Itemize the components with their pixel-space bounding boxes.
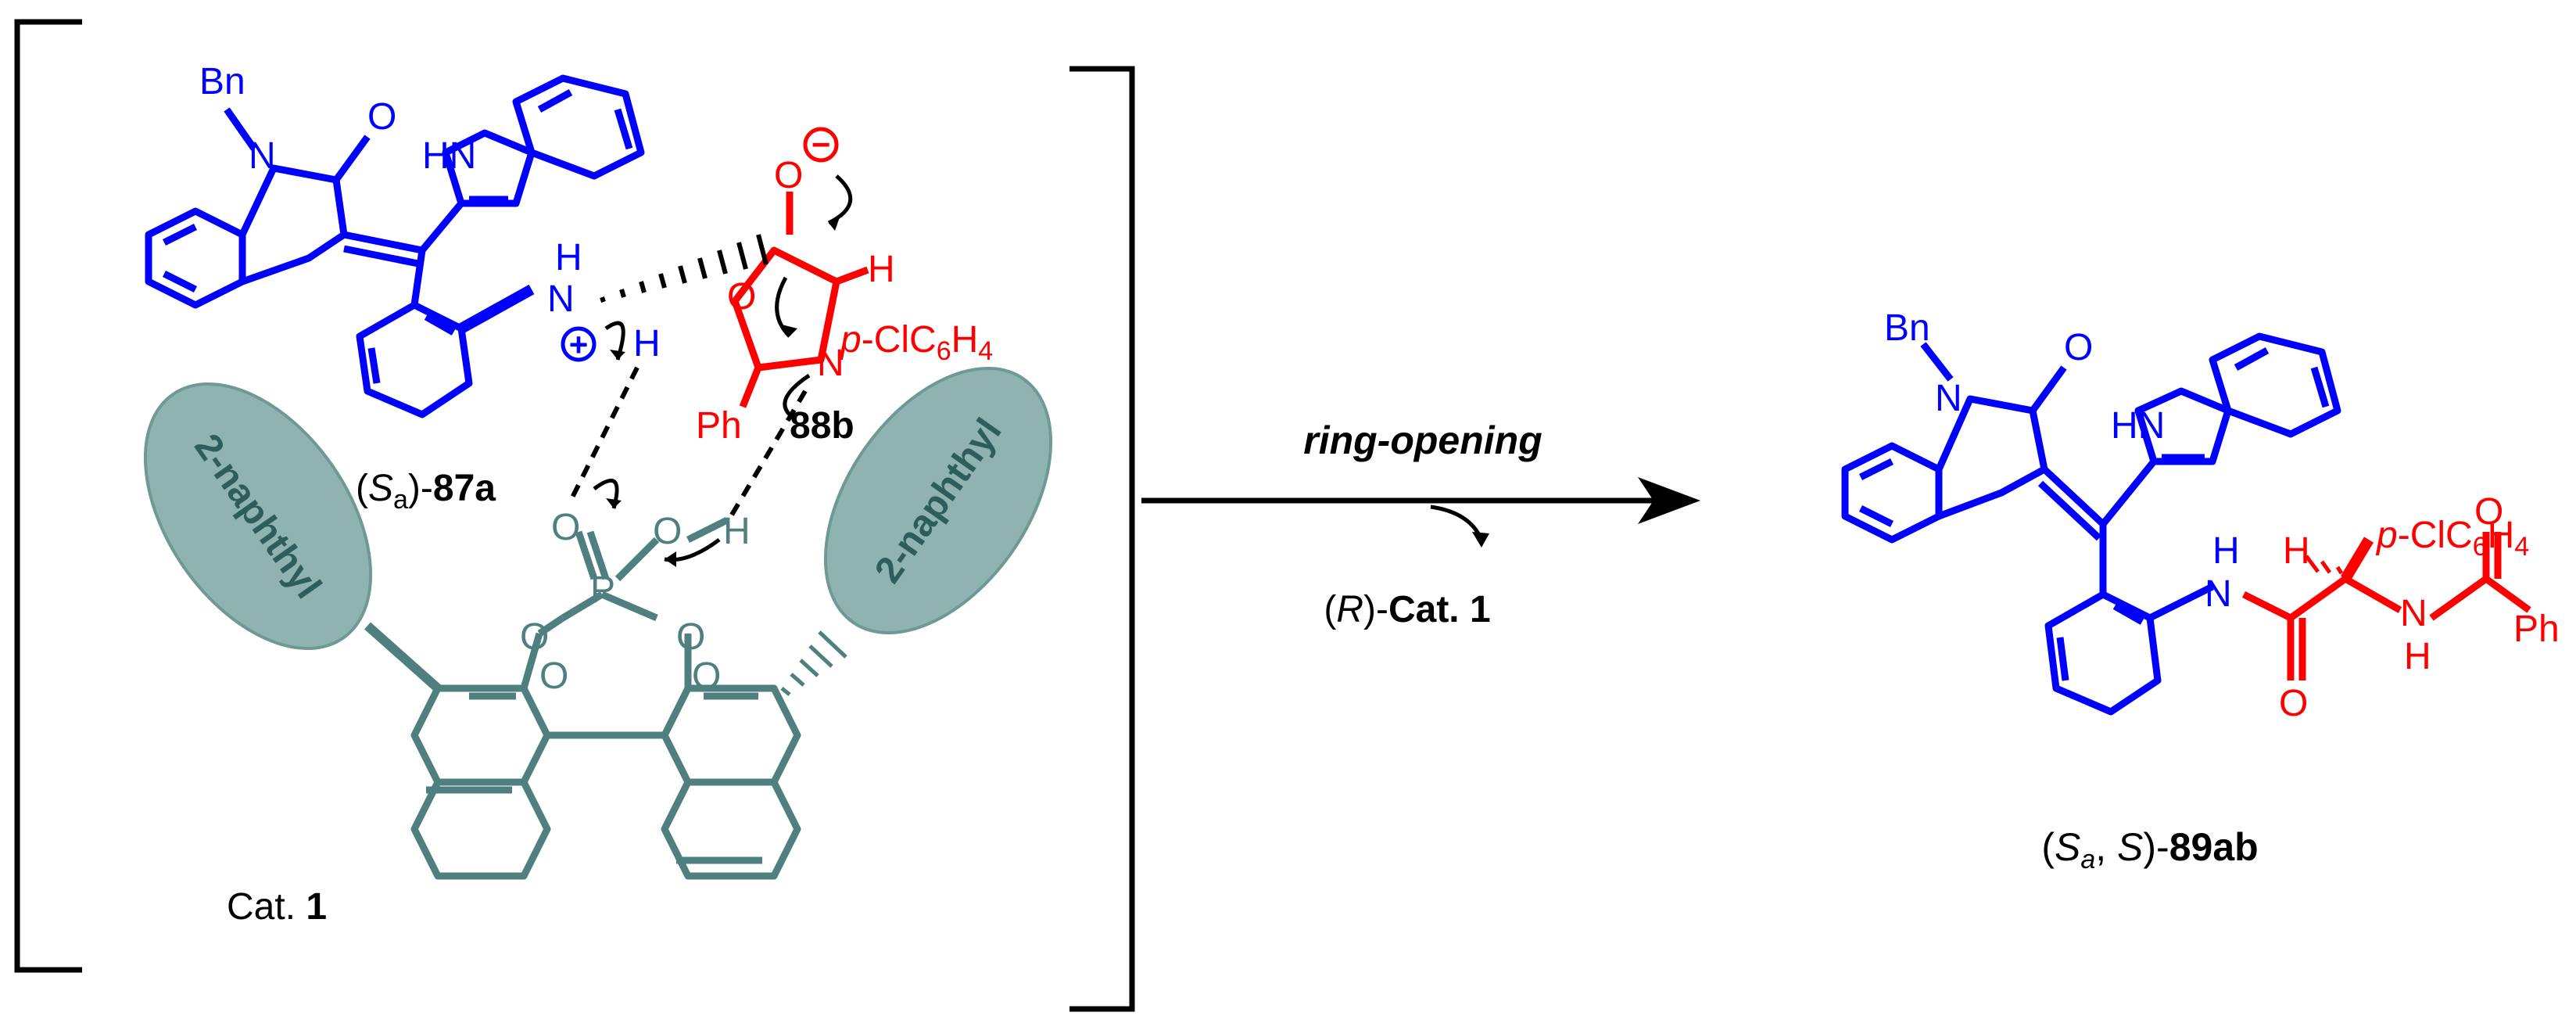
arrow-label-ring-opening: ring-opening	[1303, 418, 1542, 462]
positive-charge-sign: +	[569, 326, 589, 363]
hydrogen-bond-dashes	[568, 366, 808, 518]
o-ring-label: O	[727, 276, 756, 318]
catalyst-label-text: Cat.	[227, 886, 306, 928]
catalyst-o-right: O	[676, 616, 705, 658]
h-ring-label: H	[868, 249, 895, 290]
nh-h-label: H	[555, 237, 582, 278]
ph-ring-label: Ph	[696, 405, 742, 447]
nh-n-label: N	[547, 278, 575, 320]
catalyst-oh-o: O	[653, 511, 682, 552]
hn-label-left: HN	[422, 135, 476, 177]
87a-s: S	[368, 468, 393, 509]
naphthyl-ellipse-right: 2-naphthyl	[823, 366, 1053, 635]
catalyst-o-left-2: O	[539, 655, 568, 697]
reaction-arrow	[1141, 477, 1700, 548]
substrate-87a-structure	[145, 74, 645, 418]
catalyst-label: Cat. 1	[227, 886, 327, 928]
amide-o-label: O	[2279, 683, 2308, 724]
released-catalyst-label: (R)-Cat. 1	[1324, 589, 1490, 630]
negative-charge: −	[803, 126, 839, 163]
aryl-prod-body: -ClC	[2398, 515, 2473, 556]
87a-number: 87a	[433, 468, 496, 509]
aryl-product-label: p-ClC6H4	[2375, 515, 2529, 562]
aryl-prod-h: H	[2488, 515, 2515, 556]
o-minus-label: O	[774, 155, 803, 196]
hashed-bond-right-naphthyl	[780, 630, 847, 696]
rcat-bold: Cat. 1	[1388, 589, 1491, 630]
hashed-stereo-h	[2305, 555, 2344, 575]
bn-label-right: Bn	[1884, 307, 1930, 349]
naphthyl-ellipse-left: 2-naphthyl	[143, 382, 373, 651]
h-stereo-label: H	[2283, 530, 2310, 572]
bn-label-left: Bn	[199, 61, 245, 102]
right-bracket	[1069, 66, 1135, 1012]
curved-arrows	[593, 174, 853, 562]
87a-close: )-	[408, 468, 433, 509]
aryl-ring-sub4: 4	[978, 336, 993, 366]
aryl-prod-sub4: 4	[2514, 532, 2529, 562]
negative-charge-sign: −	[811, 126, 831, 163]
rcat-close: )-	[1363, 589, 1388, 630]
curved-arrow-heads	[606, 215, 840, 567]
compound-89ab-label: (Sa, S)-89ab	[2041, 825, 2258, 874]
catalyst-1-structure	[364, 516, 801, 880]
catalyst-o-right-2: O	[692, 655, 721, 697]
rcat-r: R	[1336, 589, 1363, 630]
product-89ab-structure-red	[2241, 532, 2531, 680]
catalyst-o-double: O	[551, 507, 580, 548]
aryl-ring-h: H	[951, 319, 979, 361]
amide-n-label: N	[2205, 573, 2232, 615]
nh-h2-label: H	[633, 323, 661, 364]
o-label-right: O	[2064, 327, 2093, 368]
89ab-mid: ,	[2095, 825, 2117, 869]
catalyst-o-left: O	[520, 616, 549, 658]
compound-87a-label: (Sa)-87a	[356, 468, 496, 515]
benzoyl-o-label: O	[2474, 491, 2503, 533]
89ab-number: 89ab	[2169, 825, 2259, 869]
89ab-close: )-	[2143, 825, 2169, 869]
ph-product-label: Ph	[2513, 609, 2560, 650]
n-label-left: N	[249, 135, 276, 177]
aryl-prod-sub6: 6	[2473, 532, 2488, 562]
aryl-prod-prefix: p	[2375, 515, 2398, 556]
left-bracket	[14, 19, 82, 973]
positive-charge: +	[561, 326, 597, 363]
89ab-s2: S	[2117, 825, 2143, 869]
89ab-s1: S	[2055, 825, 2080, 869]
89ab-open: (	[2041, 825, 2055, 869]
aryl-ring-sub6: 6	[937, 336, 951, 366]
aryl-ring-label: p-ClC6H4	[839, 319, 993, 366]
aryl-ring-prefix: p	[839, 319, 862, 361]
89ab-sub: a	[2080, 845, 2095, 874]
o-label-left: O	[367, 96, 396, 138]
azlactone-88b-structure	[731, 192, 869, 408]
87a-open: (	[356, 468, 368, 509]
rcat-open: (	[1324, 589, 1336, 630]
catalyst-oh-h: H	[723, 511, 751, 552]
catalyst-label-number: 1	[306, 886, 327, 928]
87a-sub: a	[393, 485, 408, 515]
amide-h-label: H	[2212, 530, 2240, 572]
aryl-ring-body: -ClC	[862, 319, 937, 361]
compound-88b-label: 88b	[790, 405, 854, 447]
hashed-nc-interaction	[600, 234, 769, 303]
n-ring-label: N	[817, 343, 844, 384]
nh2-n-label: N	[2400, 593, 2427, 634]
catalyst-p-atom: P	[590, 569, 615, 611]
n-label-right: N	[1935, 378, 1962, 419]
product-89ab-structure-blue	[1841, 332, 2341, 716]
nh2-h-label: H	[2404, 636, 2431, 677]
hn-label-right: HN	[2111, 405, 2165, 447]
